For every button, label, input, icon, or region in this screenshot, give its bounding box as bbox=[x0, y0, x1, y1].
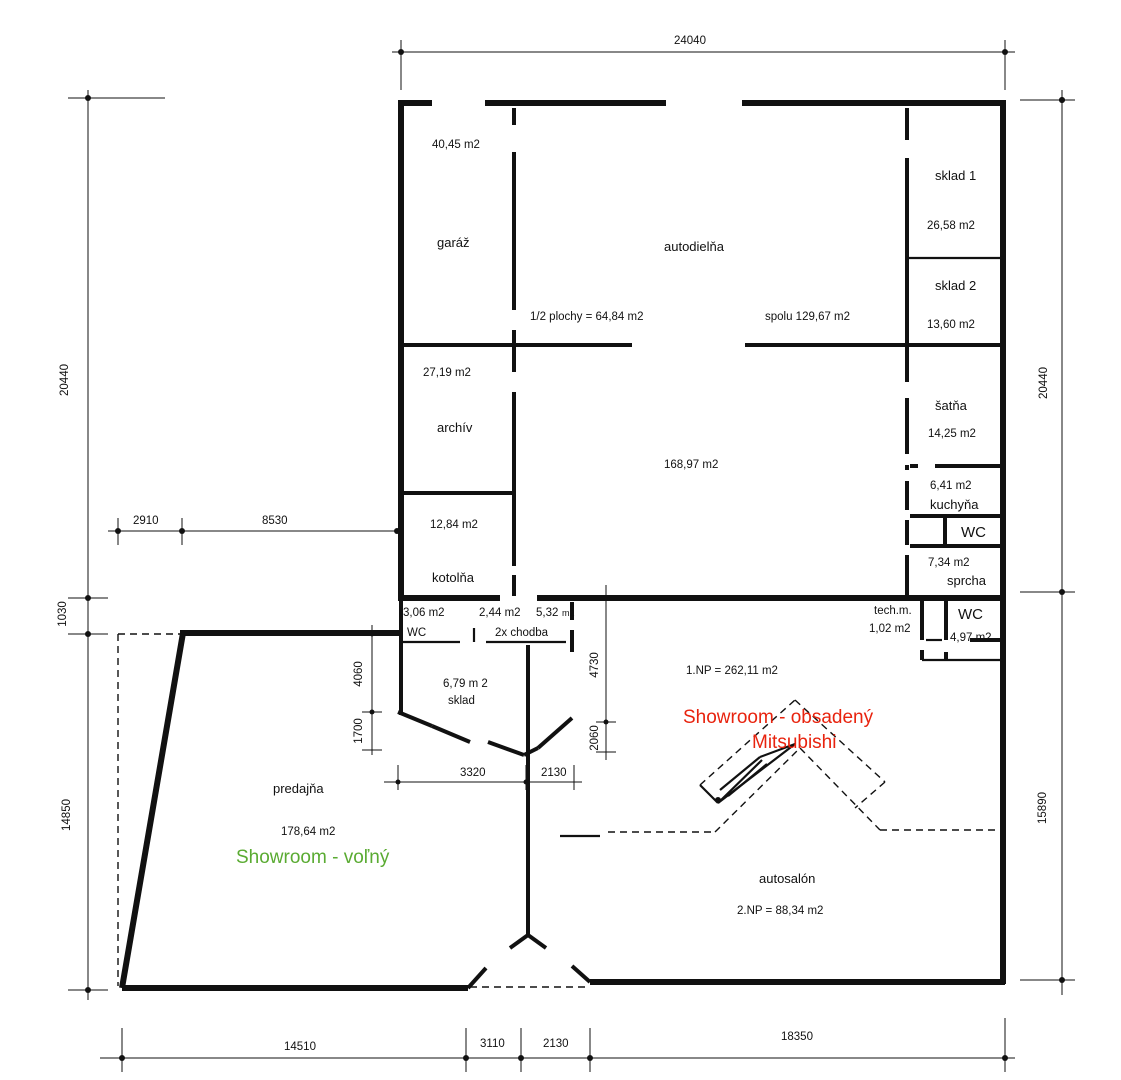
archiv-area: 27,19 m2 bbox=[423, 367, 471, 379]
sprcha-name: sprcha bbox=[947, 573, 987, 588]
showroom-free-note: Showroom - voľný bbox=[236, 847, 390, 868]
dim-2130-mid: 2130 bbox=[541, 767, 567, 779]
satna-name: šatňa bbox=[935, 398, 968, 413]
dim-3320: 3320 bbox=[460, 767, 486, 779]
showroom-occupied-note-line1: Showroom - obsadený bbox=[683, 707, 874, 728]
dim-1700: 1700 bbox=[353, 718, 365, 744]
sklad2-name: sklad 2 bbox=[935, 278, 976, 293]
wc-right-name: WC bbox=[961, 524, 986, 541]
sklad2-area: 13,60 m2 bbox=[927, 319, 975, 331]
annotations: Showroom - voľný Showroom - obsadený Mit… bbox=[236, 707, 874, 868]
sklad1-area: 26,58 m2 bbox=[927, 220, 975, 232]
satna-area: 14,25 m2 bbox=[928, 428, 976, 440]
kotolna-name: kotolňa bbox=[432, 570, 475, 585]
dim-left-1030: 1030 bbox=[57, 601, 69, 627]
walls bbox=[119, 100, 1006, 991]
garaz-area: 40,45 m2 bbox=[432, 139, 480, 151]
archiv-name: archív bbox=[437, 420, 473, 435]
dim-18350: 18350 bbox=[781, 1031, 813, 1043]
autodielna-name: autodielňa bbox=[664, 239, 725, 254]
dim-4060: 4060 bbox=[353, 661, 365, 687]
sklad-small-area: 6,79 m 2 bbox=[443, 678, 488, 690]
showroom-occupied-note-line2: Mitsubishi bbox=[752, 732, 836, 753]
dimension-lines bbox=[68, 40, 1075, 1072]
kuchyna-name: kuchyňa bbox=[930, 497, 979, 512]
dim-8530: 8530 bbox=[262, 515, 288, 527]
sprcha-area: 7,34 m2 bbox=[928, 557, 970, 569]
sklad-small-name: sklad bbox=[448, 695, 475, 707]
autosalon-area: 2.NP = 88,34 m2 bbox=[737, 905, 823, 917]
predajna-area: 178,64 m2 bbox=[281, 826, 335, 838]
chodba-area2: 5,32 bbox=[536, 607, 558, 619]
sklad1-name: sklad 1 bbox=[935, 168, 976, 183]
garaz-name: garáž bbox=[437, 235, 470, 250]
chodba-area1: 2,44 m2 bbox=[479, 607, 521, 619]
chodba-name: 2x chodba bbox=[495, 627, 549, 639]
tech-name: tech.m. bbox=[874, 605, 912, 617]
dim-2130: 2130 bbox=[543, 1038, 569, 1050]
wc-small-name: WC bbox=[407, 627, 426, 639]
wc-tech-name: WC bbox=[958, 606, 983, 623]
chodba-area2-unit: m2 bbox=[562, 608, 575, 618]
dim-14510: 14510 bbox=[284, 1041, 316, 1053]
kotolna-area: 12,84 m2 bbox=[430, 519, 478, 531]
dim-left-upper: 20440 bbox=[59, 364, 71, 396]
wc-tech-area: 4,97 m2 bbox=[950, 632, 992, 644]
dim-4730: 4730 bbox=[589, 652, 601, 678]
dim-2910: 2910 bbox=[133, 515, 159, 527]
predajna-name: predajňa bbox=[273, 781, 324, 796]
dimension-labels: 24040 20440 20440 1030 14850 15890 2910 … bbox=[57, 35, 1050, 1053]
kuchyna-area: 6,41 m2 bbox=[930, 480, 972, 492]
dim-top: 24040 bbox=[674, 35, 706, 47]
autodielna-half: 1/2 plochy = 64,84 m2 bbox=[530, 311, 643, 323]
dim-right-upper: 20440 bbox=[1038, 367, 1050, 399]
room-labels: 40,45 m2 garáž autodielňa 1/2 plochy = 6… bbox=[273, 139, 992, 917]
dim-right-lower: 15890 bbox=[1037, 792, 1049, 824]
autodielna-total: spolu 129,67 m2 bbox=[765, 311, 850, 323]
autosalon-name: autosalón bbox=[759, 871, 815, 886]
dim-3110: 3110 bbox=[480, 1038, 505, 1050]
dim-2060: 2060 bbox=[589, 725, 601, 751]
dim-left-lower: 14850 bbox=[61, 799, 73, 831]
autodielna-area-lower: 168,97 m2 bbox=[664, 459, 718, 471]
np1-label: 1.NP = 262,11 m2 bbox=[686, 665, 778, 677]
tech-area: 1,02 m2 bbox=[869, 623, 911, 635]
dashed-lines bbox=[117, 633, 1000, 988]
wc-small-area: 3,06 m2 bbox=[403, 607, 445, 619]
